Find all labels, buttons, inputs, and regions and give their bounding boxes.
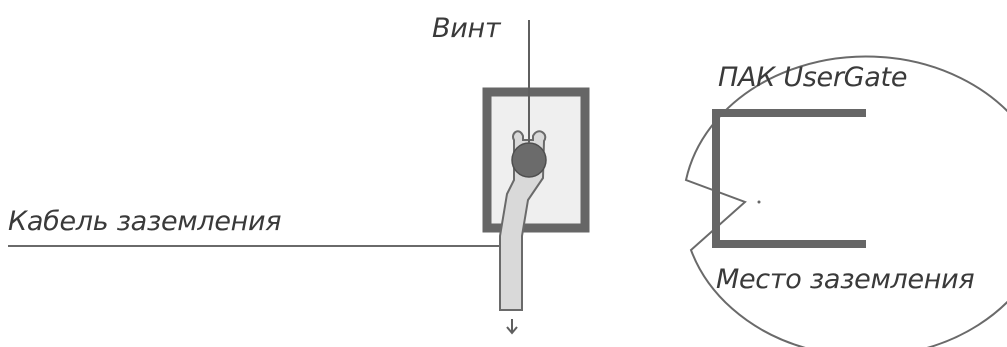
zoom-callout: [684, 55, 1007, 347]
down-arrow-icon: [506, 319, 518, 335]
device-label: ПАК UserGate: [718, 62, 908, 93]
cable-label: Кабель заземления: [8, 206, 282, 237]
screw-head: [511, 142, 547, 178]
ground-point-label: Место заземления: [716, 264, 975, 295]
usergate-device-box: [712, 109, 866, 248]
grounding-point-dot: [757, 200, 761, 204]
screw-label: Винт: [432, 13, 501, 44]
